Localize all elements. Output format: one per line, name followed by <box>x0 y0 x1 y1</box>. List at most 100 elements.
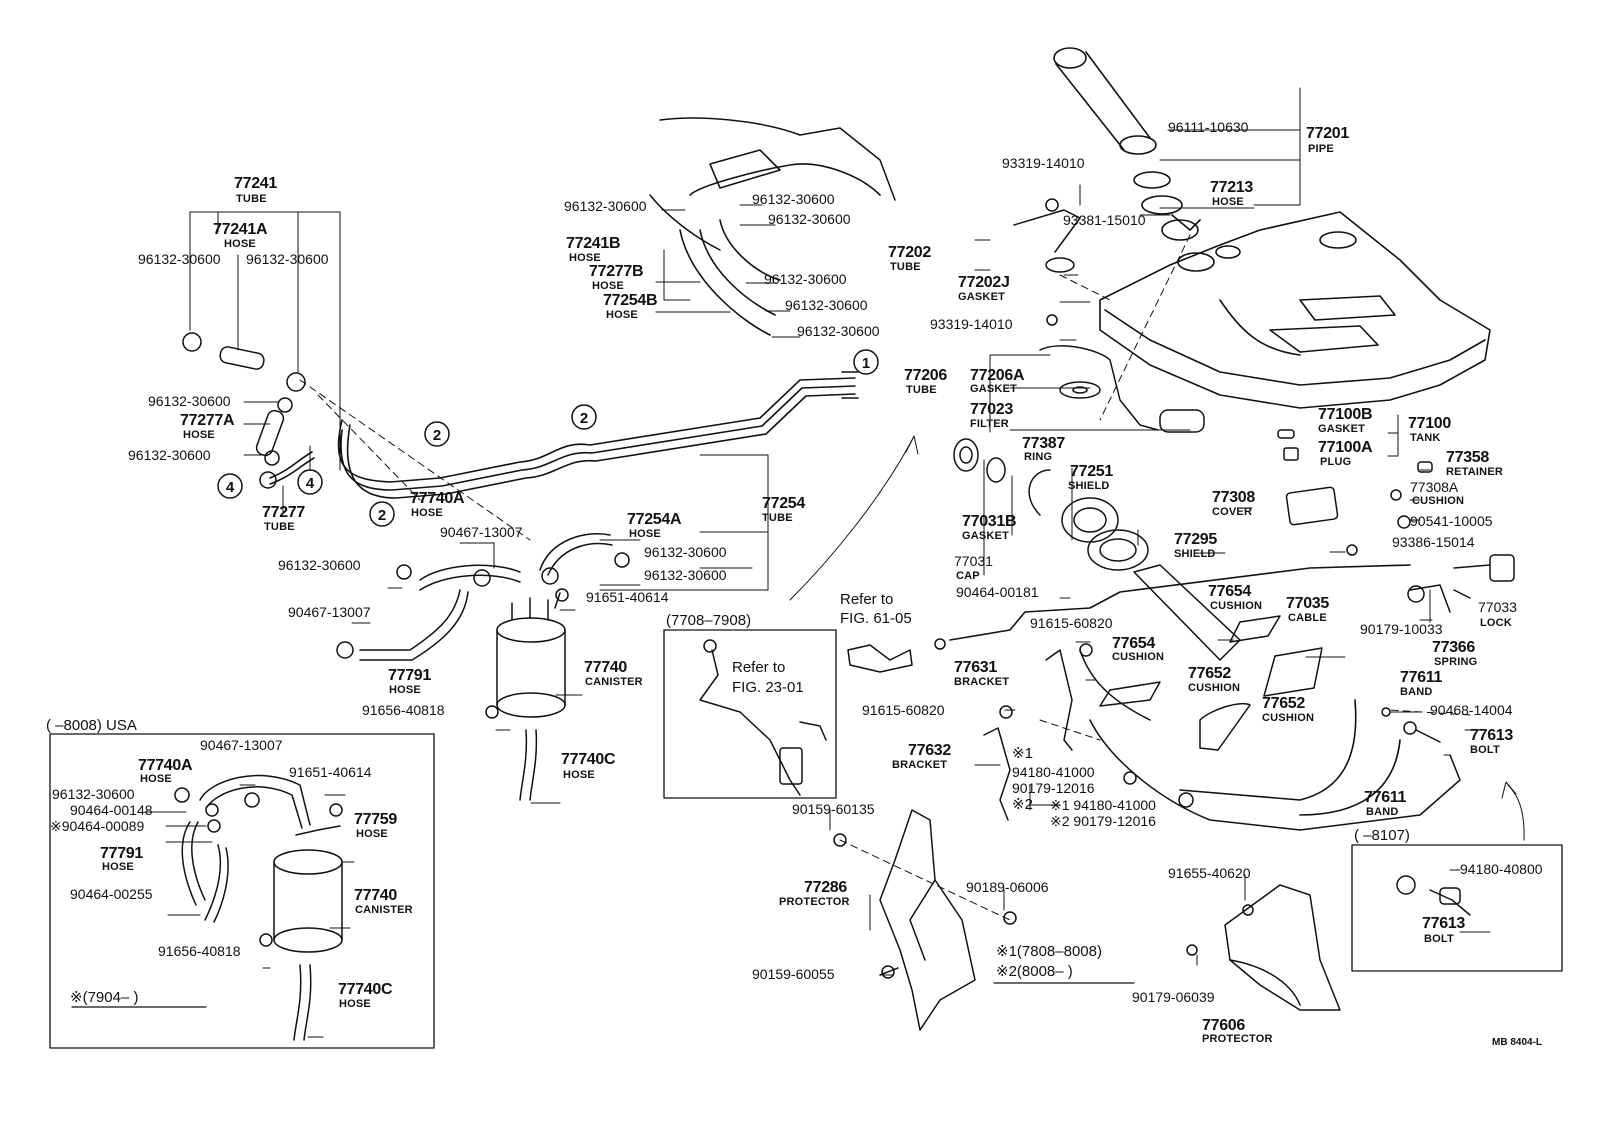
part-number-label: 77254A <box>627 511 682 528</box>
part-number-label: 91615-60820 <box>862 702 945 718</box>
part-number-label: 77251 <box>1070 463 1113 480</box>
part-number-label: 93319-14010 <box>930 316 1013 332</box>
marker-label: 2 <box>580 410 588 427</box>
part-name-label: HOSE <box>592 280 624 292</box>
part-number-label: 77202J <box>958 274 1010 291</box>
part-name-label: TUBE <box>762 512 793 524</box>
part-number-label: 77759 <box>354 811 397 828</box>
figure-code-label: MB 8404-L <box>1492 1037 1543 1048</box>
part-number-label: 77740A <box>410 490 465 507</box>
part-number-label: 77206A <box>970 367 1025 384</box>
part-name-label: HOSE <box>183 429 215 441</box>
part-number-label: 90464-00181 <box>956 584 1039 600</box>
part-number-label: 77631 <box>954 659 997 676</box>
part-name-label: BRACKET <box>892 759 948 771</box>
part-name-label: GASKET <box>970 383 1018 395</box>
part-number-label: 77611 <box>1400 669 1443 686</box>
part-number-label: 77277A <box>180 412 235 429</box>
part-number-label: 77100B <box>1318 406 1373 423</box>
part-name-label: RING <box>1024 451 1053 463</box>
part-number-label: 91655-40620 <box>1168 865 1251 881</box>
part-number-label: 77791 <box>100 845 143 862</box>
part-number-label: 77033 <box>1478 599 1517 615</box>
note-label: ※1 <box>1012 745 1033 762</box>
fuel-lines <box>269 149 1411 816</box>
part-number-label: 91656-40818 <box>158 943 241 959</box>
part-number-label: 90189-06006 <box>966 879 1049 895</box>
part-number-label: 94180-40800 <box>1460 861 1543 877</box>
part-number-label: 96132-30600 <box>785 297 868 313</box>
part-name-label: FILTER <box>970 418 1009 430</box>
part-name-label: TANK <box>1410 432 1441 444</box>
part-number-label: 77277 <box>262 504 305 521</box>
part-number-label: 90464-00255 <box>70 886 153 902</box>
part-number-label: 96111-10630 <box>1168 119 1249 135</box>
part-number-label: 77358 <box>1446 449 1489 466</box>
part-number-label: 77740C <box>338 981 393 998</box>
part-number-label: 77254 <box>762 495 805 512</box>
part-number-label: 77023 <box>970 401 1013 418</box>
part-number-label: 77652 <box>1188 665 1231 682</box>
part-number-label: 96132-30600 <box>797 323 880 339</box>
part-name-label: CANISTER <box>355 904 413 916</box>
part-number-label: 96132-30600 <box>768 211 851 227</box>
part-name-label: HOSE <box>356 828 388 840</box>
part-number-label: 77791 <box>388 667 431 684</box>
part-number-label: 90468-14004 <box>1430 702 1513 718</box>
part-name-label: BOLT <box>1424 933 1454 945</box>
part-number-label: 90464-00148 <box>70 802 153 818</box>
marker-label: 4 <box>306 475 315 492</box>
part-number-label: 77201 <box>1306 125 1349 142</box>
part-name-label: PROTECTOR <box>1202 1033 1273 1045</box>
part-name-label: HOSE <box>1212 196 1244 208</box>
part-number-label: 93381-15010 <box>1063 212 1146 228</box>
note-label: Refer to <box>840 591 894 608</box>
part-number-label: ※2 90179-12016 <box>1050 813 1156 829</box>
part-name-label: SHIELD <box>1174 548 1216 560</box>
part-name-label: CUSHION <box>1262 712 1315 724</box>
part-number-label: ※90464-00089 <box>50 818 145 834</box>
markers <box>217 349 879 527</box>
part-number-label: 90541-10005 <box>1410 513 1493 529</box>
part-number-label: 77277B <box>589 263 644 280</box>
part-number-label: 77740 <box>584 659 627 676</box>
part-name-label: HOSE <box>339 998 371 1010</box>
part-number-label: 91651-40614 <box>586 589 669 605</box>
part-name-label: SPRING <box>1434 656 1478 668</box>
part-name-label: TUBE <box>890 261 921 273</box>
part-number-label: 77308A <box>1410 479 1459 495</box>
part-name-label: HOSE <box>140 773 172 785</box>
marker-label: 1 <box>862 355 870 372</box>
part-number-label: 93319-14010 <box>1002 155 1085 171</box>
part-number-label: 77202 <box>888 244 931 261</box>
part-name-label: BRACKET <box>954 676 1010 688</box>
part-number-label: 77241A <box>213 221 268 238</box>
part-number-label: 77031B <box>962 513 1017 530</box>
dashed-lines <box>299 234 1471 921</box>
marker-label: 4 <box>226 479 235 496</box>
part-number-label: 96132-30600 <box>564 198 647 214</box>
part-number-label: 77654 <box>1112 635 1155 652</box>
note-label: ( –8008) USA <box>46 717 137 734</box>
part-number-label: 93386-15014 <box>1392 534 1475 550</box>
note-label: ※1(7808–8008) <box>996 943 1102 960</box>
part-name-label: HOSE <box>606 309 638 321</box>
part-number-label: 96132-30600 <box>764 271 847 287</box>
part-number-label: 94180-41000 <box>1012 764 1095 780</box>
part-number-label: 77652 <box>1262 695 1305 712</box>
part-number-label: 90159-60055 <box>752 966 835 982</box>
part-number-label: 96132-30600 <box>644 544 727 560</box>
part-number-label: 77308 <box>1212 489 1255 506</box>
part-name-label: BOLT <box>1470 744 1500 756</box>
part-number-label: 91651-40614 <box>289 764 372 780</box>
part-number-label: 96132-30600 <box>644 567 727 583</box>
part-number-label: 77213 <box>1210 179 1253 196</box>
part-number-label: 77740A <box>138 757 193 774</box>
inset-8107-box <box>1351 844 1563 972</box>
note-label: ※2 <box>1012 796 1033 813</box>
part-number-label: 91656-40818 <box>362 702 445 718</box>
note-label: ※(7904– ) <box>70 989 139 1006</box>
part-number-label: 77613 <box>1422 915 1465 932</box>
